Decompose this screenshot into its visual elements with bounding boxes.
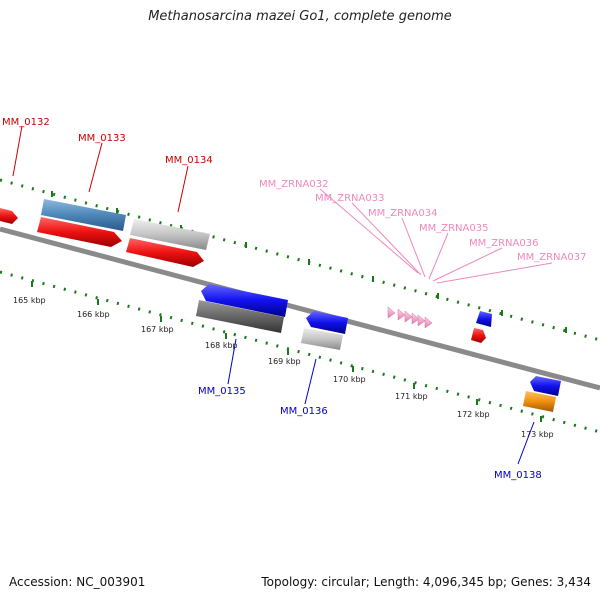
leader-line <box>177 165 189 213</box>
gene-arrow-mm0135[interactable] <box>201 284 288 317</box>
rna-label-zrna036[interactable]: MM_ZRNA036 <box>469 238 538 249</box>
gene-label-mm0136[interactable]: MM_0136 <box>280 406 328 417</box>
gene-arrow-small-red[interactable] <box>471 328 486 343</box>
gene-arrow-mm0133[interactable] <box>41 199 126 231</box>
scale-label: 173 kbp <box>521 430 554 439</box>
scale-label: 170 kbp <box>333 375 366 384</box>
gene-arrow-small-blue[interactable] <box>476 311 492 327</box>
rna-label-zrna033[interactable]: MM_ZRNA033 <box>315 193 384 204</box>
lower-tick-track <box>0 270 600 434</box>
rna-genes[interactable] <box>387 306 433 329</box>
leader-line <box>351 202 422 276</box>
leader-line <box>428 232 449 280</box>
genome-summary-text: Topology: circular; Length: 4,096,345 bp… <box>261 575 591 589</box>
scale-label: 169 kbp <box>268 357 301 366</box>
page-title: Methanosarcina mazei Go1, complete genom… <box>148 9 452 24</box>
scale-label: 171 kbp <box>395 392 428 401</box>
gene-arrow-mm0133-cds[interactable] <box>37 217 122 247</box>
scale-label: 166 kbp <box>77 310 110 319</box>
gene-arrow-mm0138[interactable] <box>530 376 561 396</box>
leader-line <box>304 358 317 405</box>
gene-arrow-mm0135-cds[interactable] <box>196 300 284 333</box>
major-ticks-lower <box>31 281 542 422</box>
scale-label: 165 kbp <box>13 296 46 305</box>
gene-arrow-mm0132[interactable] <box>0 208 18 224</box>
rna-label-zrna032[interactable]: MM_ZRNA032 <box>259 179 328 190</box>
scale-label: 172 kbp <box>457 410 490 419</box>
leader-line <box>436 262 553 284</box>
major-ticks-upper <box>51 191 567 333</box>
gene-arrow-mm0134[interactable] <box>130 219 210 250</box>
rna-label-zrna035[interactable]: MM_ZRNA035 <box>419 223 488 234</box>
leader-line <box>319 188 419 274</box>
scale-label: 168 kbp <box>205 341 238 350</box>
leader-line <box>517 421 535 465</box>
gene-arrow-mm0138-cds[interactable] <box>523 391 556 412</box>
gene-arrow-mm0136[interactable] <box>306 311 348 334</box>
rna-label-zrna037[interactable]: MM_ZRNA037 <box>517 252 586 263</box>
gene-label-mm0134[interactable]: MM_0134 <box>165 155 213 166</box>
leader-line <box>88 142 103 193</box>
rna-label-zrna034[interactable]: MM_ZRNA034 <box>368 208 437 219</box>
gene-label-mm0138[interactable]: MM_0138 <box>494 470 542 481</box>
scale-label: 167 kbp <box>141 325 174 334</box>
leader-line <box>401 217 426 278</box>
genome-backbone <box>0 226 600 391</box>
gene-arrow-mm0136-cds[interactable] <box>301 328 343 350</box>
leader-line <box>432 247 503 282</box>
leader-line <box>12 125 23 177</box>
gene-label-mm0133[interactable]: MM_0133 <box>78 133 126 144</box>
leader-line <box>227 338 237 385</box>
gene-label-mm0132[interactable]: MM_0132 <box>2 117 50 128</box>
accession-text: Accession: NC_003901 <box>9 575 146 589</box>
gene-label-mm0135[interactable]: MM_0135 <box>198 386 246 397</box>
gene-arrow-mm0134-cds[interactable] <box>126 238 204 267</box>
upper-tick-track <box>0 178 600 342</box>
